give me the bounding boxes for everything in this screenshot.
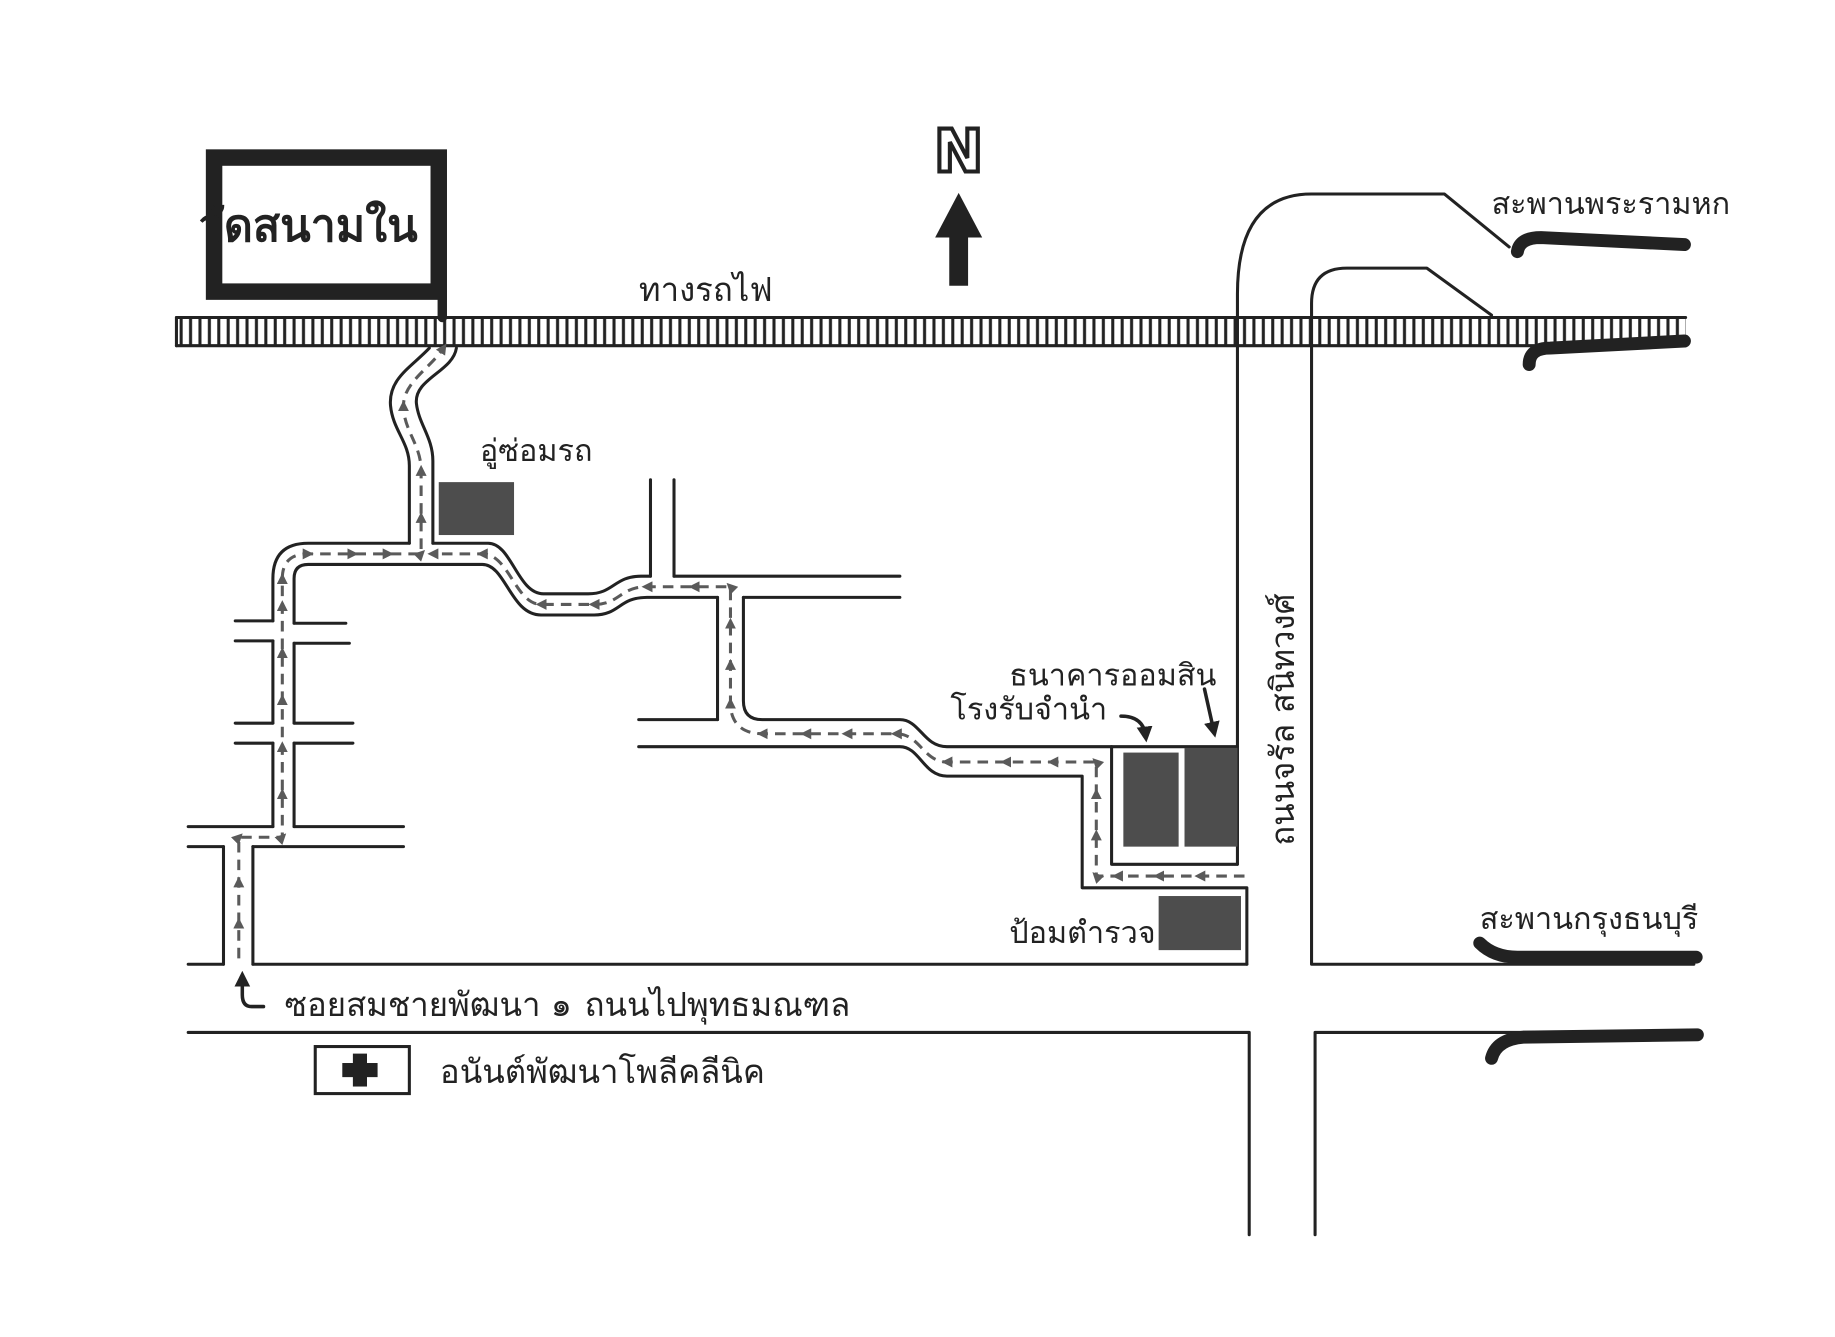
rama6-bridge-south-span — [1522, 334, 1691, 371]
north-letter: N — [934, 117, 983, 186]
soi-pointer — [234, 970, 266, 1009]
north-arrow-shaft — [949, 232, 969, 286]
directions-route — [231, 343, 1245, 959]
krungthon-bridge-south-span — [1485, 1028, 1704, 1065]
phutthamonthon-road-south-edge — [186, 1030, 1251, 1237]
clinic-marker — [313, 1045, 411, 1096]
buildings — [438, 482, 1241, 951]
railway-ties — [176, 317, 1686, 346]
main-road-north-edge-mid — [431, 541, 653, 596]
krungthon-bridge-north-span — [1473, 936, 1703, 964]
map-labels: ทางรถไฟ อู่ซ่อมรถ ธนาคารออมสิน โรงรับจำน… — [285, 187, 1731, 1091]
temple-label: วัดสนามใน — [199, 199, 418, 252]
garage-building — [438, 482, 515, 536]
medical-cross-horizontal — [342, 1063, 378, 1078]
charan-road-east-edge — [1310, 266, 1696, 966]
bank-label: ธนาคารออมสิน — [1009, 659, 1216, 694]
bank-pointer — [1202, 687, 1220, 738]
charan-road-west-edge — [1235, 192, 1511, 866]
bridge-markers — [1473, 231, 1704, 1065]
pawnshop-building — [1123, 752, 1179, 847]
garage-label: อู่ซ่อมรถ — [480, 434, 593, 469]
bank-building — [1184, 747, 1238, 847]
main-road-south-edge — [292, 562, 720, 625]
police-box-label: ป้อมตำรวจ — [1009, 916, 1155, 951]
route-from-soi — [231, 343, 447, 959]
north-arrow: N — [932, 115, 985, 286]
pawnshop-pointer — [1119, 714, 1153, 743]
label-pointers — [234, 687, 1220, 1009]
police-box-building — [1158, 896, 1241, 951]
route-from-charan-road — [427, 548, 1245, 884]
railway-label: ทางรถไฟ — [639, 270, 773, 309]
pawnshop-label: โรงรับจำนำ — [950, 692, 1107, 728]
rama6-bridge-north-span — [1510, 231, 1691, 259]
phutthamonthon-road-label: ถนนไปพุทธมณฑล — [585, 985, 851, 1025]
temple-box — [205, 149, 447, 300]
road-network — [186, 192, 1696, 1237]
temple-marker: วัดสนามใน — [199, 149, 447, 323]
temple-road-west-edge — [388, 346, 431, 545]
north-arrow-head — [935, 192, 983, 238]
railway — [174, 315, 1688, 348]
soi-label: ซอยสมชายพัฒนา ๑ — [285, 985, 572, 1024]
rama6-bridge-label: สะพานพระรามหก — [1492, 187, 1731, 222]
clinic-label: อนันต์พัฒนาโพลีคลีนิค — [440, 1052, 765, 1091]
charan-road-south-east-edge — [1313, 1030, 1696, 1237]
krungthon-bridge-label: สะพานกรุงธนบุรี — [1480, 902, 1699, 938]
medical-cross-icon — [342, 1053, 378, 1087]
charan-road-label: ถนนจรัล สนิทวงศ์ — [1263, 593, 1302, 845]
